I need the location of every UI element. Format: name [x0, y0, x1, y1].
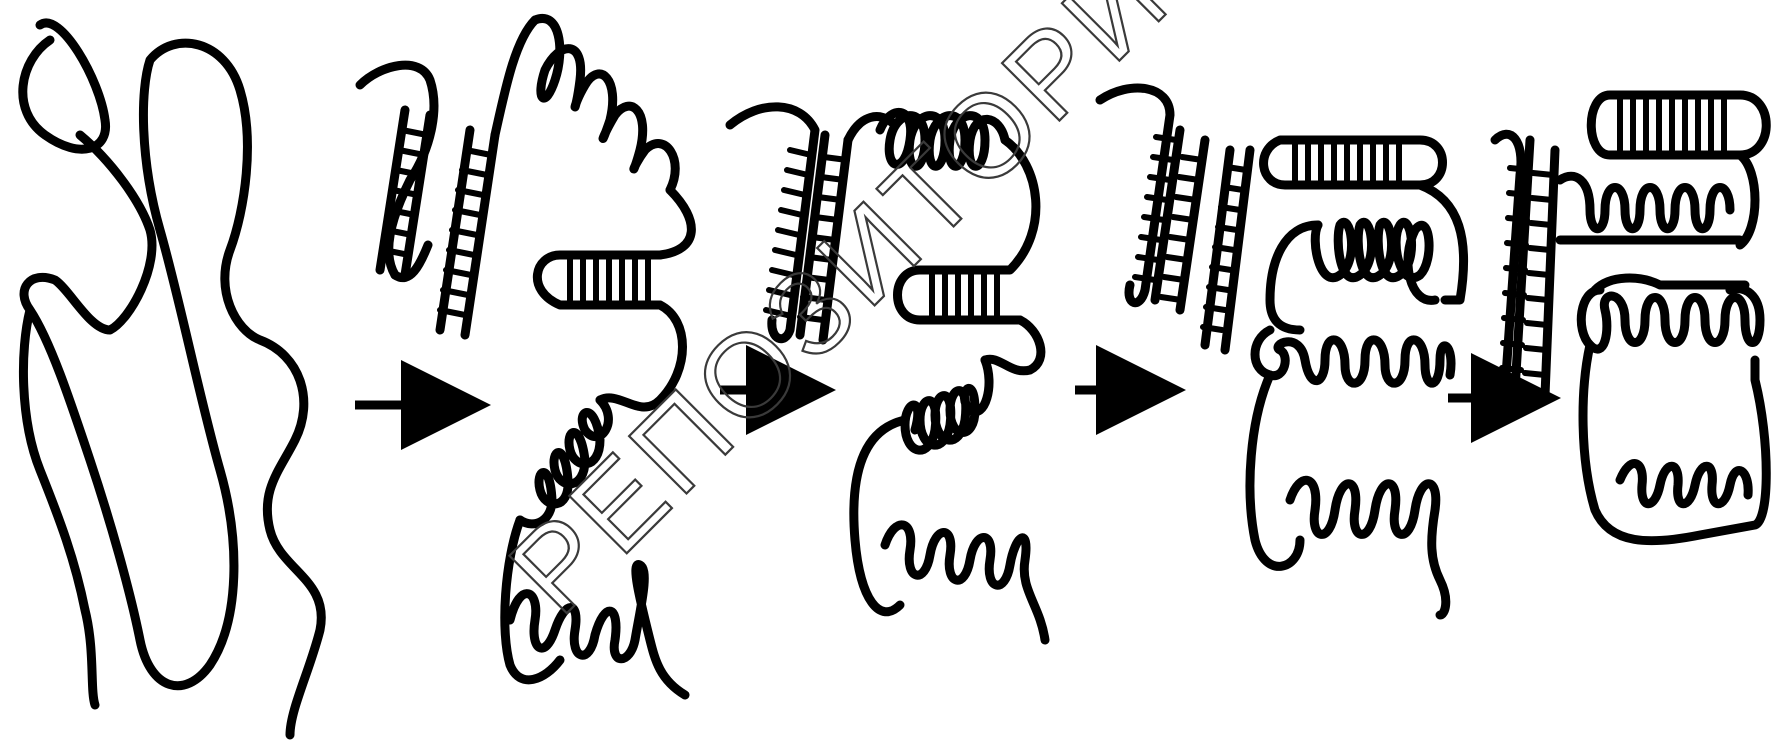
stage-4-compact-intermediate: [1100, 88, 1464, 615]
stage-3-partial-folding: [730, 107, 1045, 640]
stage-2-secondary-structures: [360, 18, 691, 695]
stage-5-folded-structure: [1495, 95, 1766, 541]
stage-1-random-coil: [23, 23, 322, 735]
